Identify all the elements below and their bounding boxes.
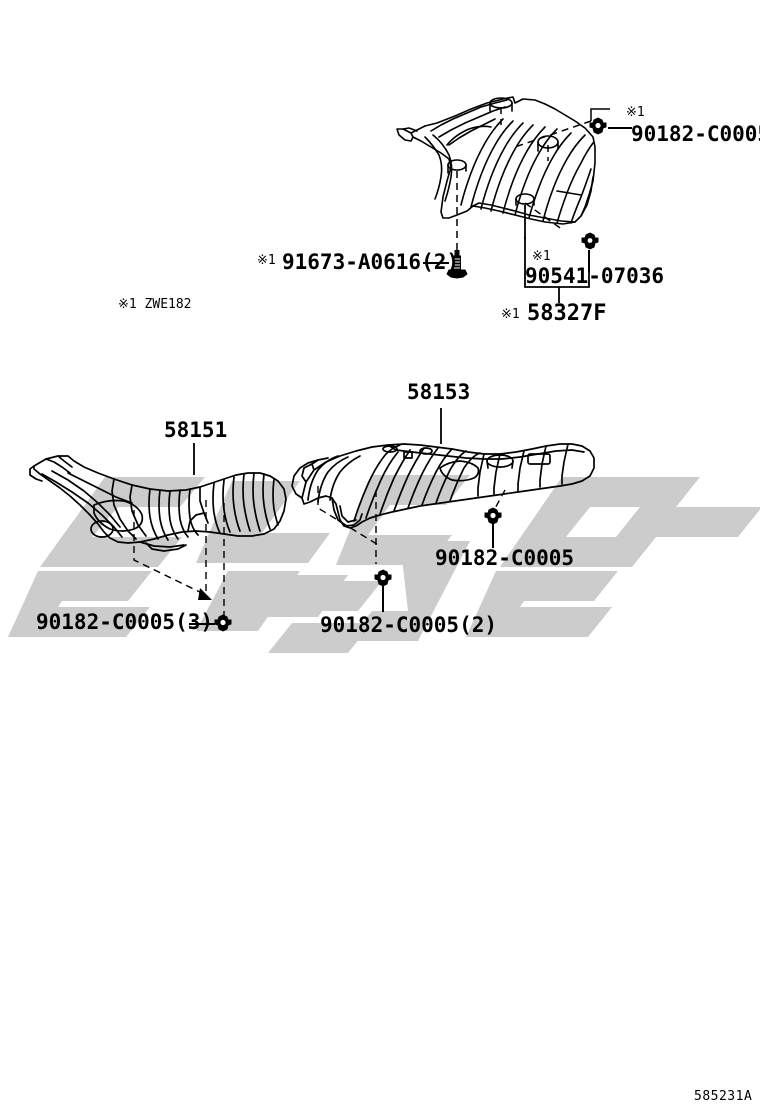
mark-upper-insulator: ※1: [501, 307, 520, 322]
lower-right-insulator-leader: [440, 408, 442, 444]
label-lower-left-insulator: 58151: [164, 418, 228, 442]
label-lower-right-clip-upper: 90182-C0005: [435, 546, 575, 570]
legend-note: ※1 ZWE182: [118, 297, 192, 312]
clip-leader-upper: [608, 127, 632, 129]
bolt-icon: [446, 250, 468, 279]
label-lower-right-clip-lower: 90182-C0005(2): [320, 613, 498, 637]
label-upper-bolt: 91673-A0616(2): [282, 250, 460, 274]
upper-leader-lines: [456, 107, 610, 260]
clip-leader-lower-right-lower: [382, 586, 384, 612]
insulator-leader-upper: [524, 205, 526, 239]
clip-icon-lower-right-upper: [484, 507, 502, 525]
nut-leader: [588, 250, 590, 272]
mark-upper-clip: ※1: [626, 105, 645, 120]
bolt-leader: [423, 262, 449, 264]
clip-icon-lower-left: [214, 614, 232, 632]
mark-upper-bolt: ※1: [257, 253, 276, 268]
upper-group-bracket: [524, 237, 590, 303]
label-lower-right-insulator: 58153: [407, 380, 471, 404]
diagram-id-code: 585231A: [694, 1089, 753, 1104]
label-lower-left-clip: 90182-C0005(3): [36, 610, 214, 634]
clip-leader-lower-right-upper: [492, 524, 494, 548]
nut-icon: [581, 232, 599, 250]
label-upper-insulator: 58327F: [527, 301, 607, 326]
upper-insulator-drawing: [396, 96, 596, 225]
mark-upper-nut: ※1: [532, 249, 551, 264]
label-upper-clip: 90182-C0005: [631, 122, 760, 146]
lower-left-insulator-leader: [193, 443, 195, 475]
clip-icon-upper: [589, 117, 607, 135]
label-upper-nut: 90541-07036: [525, 264, 665, 288]
lower-right-dashed-leaders: [317, 486, 506, 564]
